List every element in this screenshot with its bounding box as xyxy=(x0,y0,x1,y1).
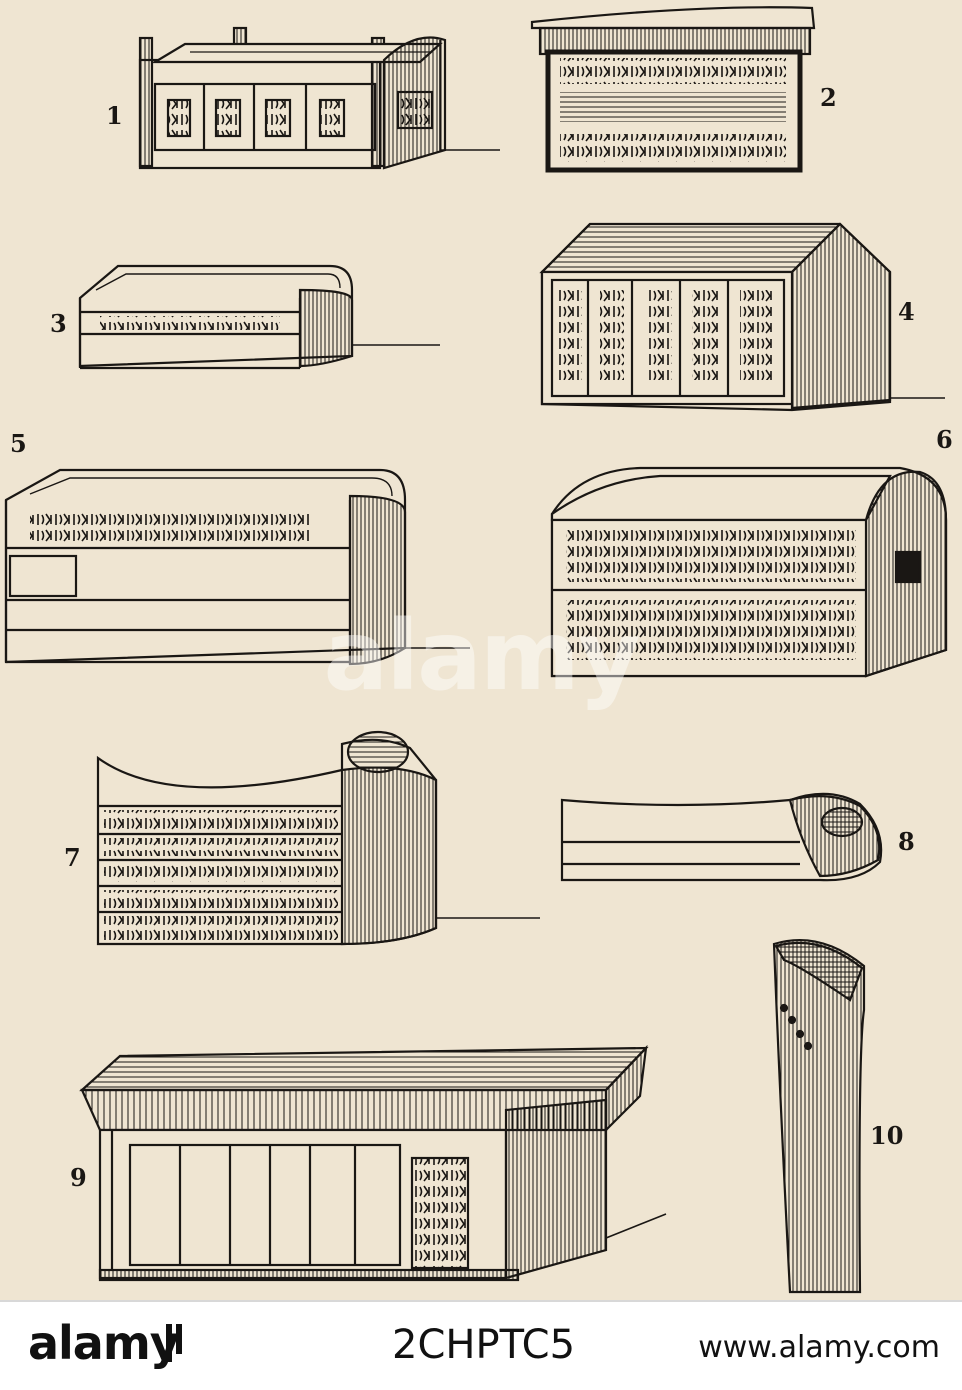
fig-3-tub xyxy=(78,264,440,370)
figure-number-2: 2 xyxy=(820,83,837,112)
figure-number-10: 10 xyxy=(870,1121,904,1150)
fig-5-large-tub xyxy=(4,468,470,666)
figure-number-9: 9 xyxy=(70,1163,87,1192)
brand-logo: alamy xyxy=(28,1316,180,1370)
figure-number-4: 4 xyxy=(898,297,915,326)
figure-number-1: 1 xyxy=(106,101,123,130)
fig-2-box xyxy=(530,6,816,173)
footer-divider xyxy=(0,1300,962,1302)
fig-7-coffin xyxy=(96,730,540,946)
brand-mark-icon xyxy=(166,1324,182,1362)
image-id: 2CHPTC5 xyxy=(392,1322,576,1368)
figure-number-8: 8 xyxy=(898,827,915,856)
engraving-plate: 1 2 3 4 5 6 7 8 9 10 alamy xyxy=(0,0,962,1300)
sarcophagi-engraving xyxy=(4,6,948,1294)
figure-number-7: 7 xyxy=(64,843,81,872)
fig-4-gabled-chest xyxy=(539,222,945,412)
fig-6-domed-chest xyxy=(550,466,948,678)
watermark-overlay: alamy xyxy=(323,600,640,712)
figure-number-6: 6 xyxy=(936,425,953,454)
fig-9-sarcophagus xyxy=(79,1044,667,1282)
fig-1-chest xyxy=(138,26,500,170)
figure-number-3: 3 xyxy=(50,309,67,338)
fig-10-cylinder xyxy=(772,938,866,1294)
site-url: www.alamy.com xyxy=(698,1330,940,1365)
watermark-footer: alamy 2CHPTC5 www.alamy.com xyxy=(0,1300,962,1390)
figure-number-5: 5 xyxy=(10,429,27,458)
fig-8-mummy-case xyxy=(560,792,883,882)
